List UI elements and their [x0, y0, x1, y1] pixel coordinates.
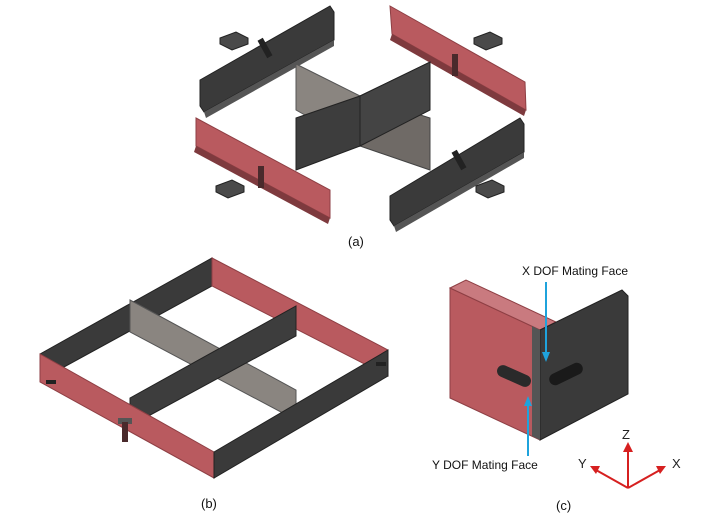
- y-dof-callout-label: Y DOF Mating Face: [432, 458, 538, 472]
- dark-wall-top-left: [199, 5, 335, 118]
- panel-a-label: (a): [348, 234, 364, 249]
- panel-c-label: (c): [556, 498, 572, 513]
- axis-y-label: Y: [578, 456, 587, 471]
- xyz-axis-triad: [590, 442, 666, 489]
- panel-b-assembled-box: [39, 257, 389, 479]
- dark-wall-bottom-right: [389, 117, 525, 232]
- x-dof-callout-label: X DOF Mating Face: [522, 264, 629, 278]
- axis-x-label: X: [672, 456, 681, 471]
- panel-a-exploded-view: [194, 5, 527, 232]
- box-wall-front-right: [213, 349, 389, 479]
- panel-c-corner-detail: [448, 279, 666, 489]
- corner-dark-panel: [539, 289, 629, 441]
- red-wall-bottom-left: [194, 117, 331, 224]
- connector-clips: [215, 31, 505, 199]
- center-cross-dividers: [295, 61, 431, 171]
- panel-b-label: (b): [201, 496, 217, 511]
- red-wall-top-right: [389, 5, 527, 116]
- axis-z-label: Z: [622, 427, 630, 442]
